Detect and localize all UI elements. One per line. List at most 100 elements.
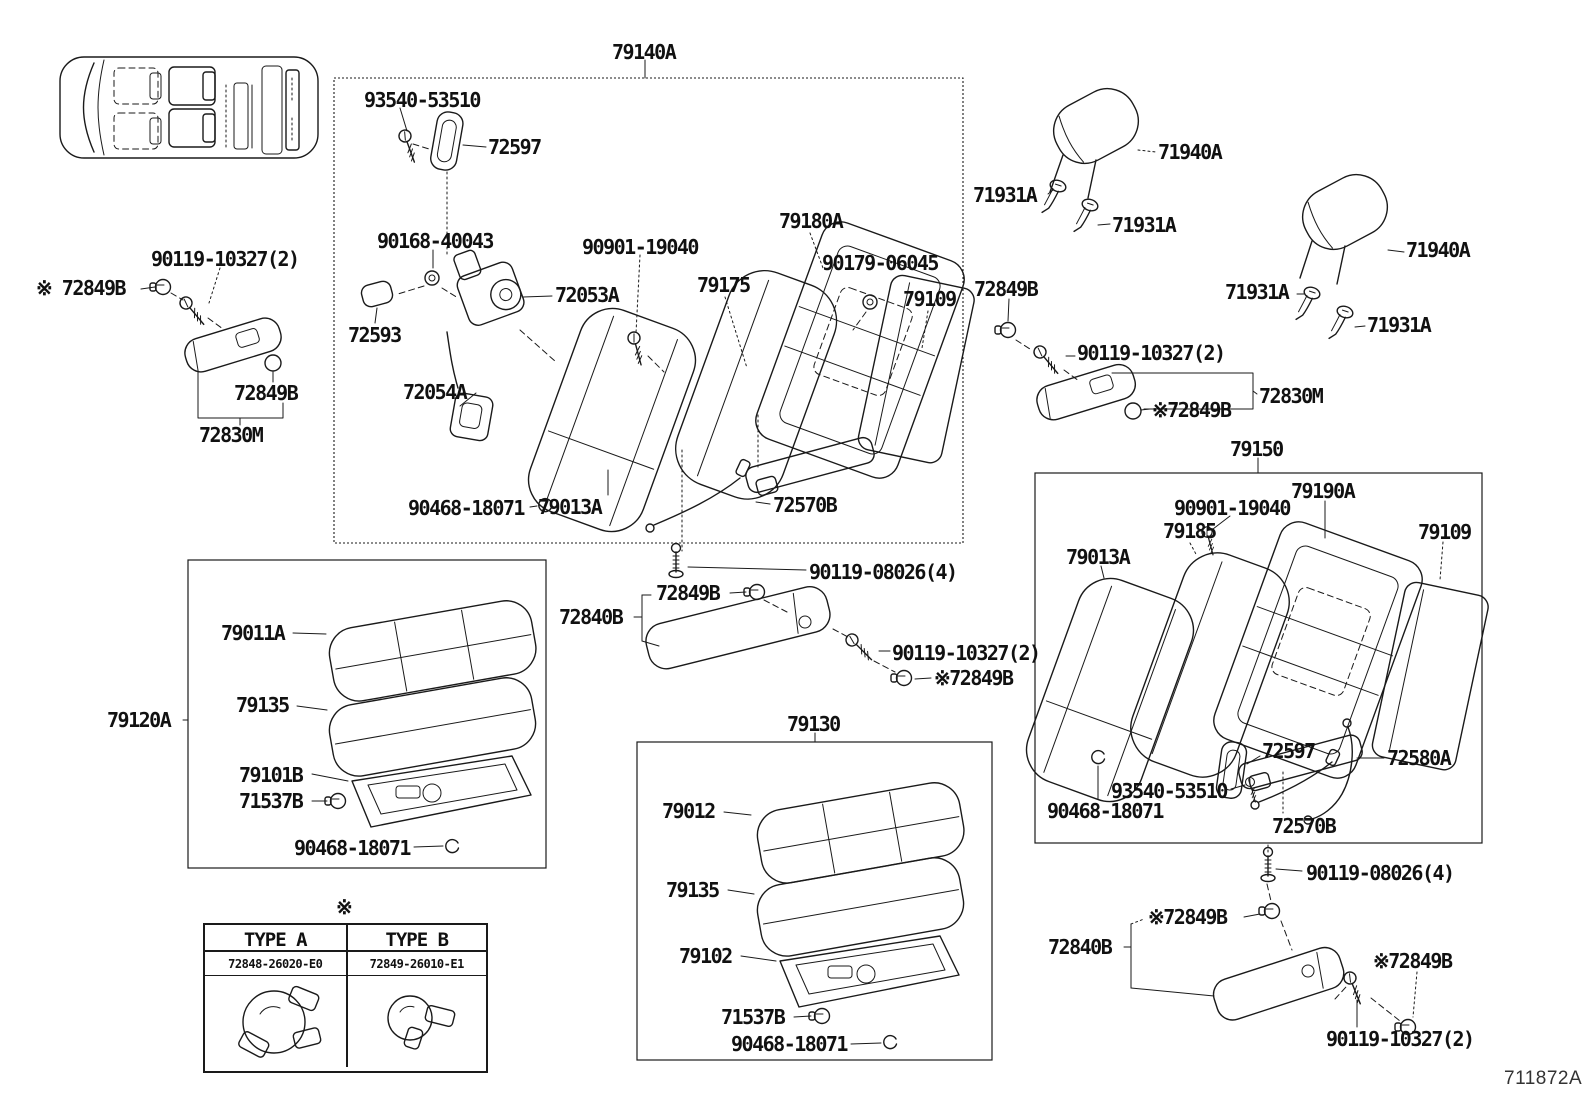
part-label-79109: 79109 bbox=[903, 287, 957, 311]
part-label-72849b: ※ 72849B bbox=[36, 276, 127, 300]
clip-type-a-icon bbox=[238, 985, 322, 1058]
part-label-79013a: 79013A bbox=[538, 495, 603, 519]
seat-back-cushion-79013a bbox=[1025, 577, 1195, 803]
part-label-79013a: 79013A bbox=[1066, 545, 1131, 569]
part-label-90119080264: 90119-08026(4) bbox=[1306, 861, 1455, 885]
armrest-group-center-72840b bbox=[633, 449, 932, 687]
armrest-group-right-72830m bbox=[994, 298, 1258, 421]
part-label-9046818071: 90468-18071 bbox=[731, 1032, 848, 1056]
cushion-frame-79102 bbox=[779, 935, 960, 1008]
part-label-72597: 72597 bbox=[488, 135, 542, 159]
part-label-72830m: 72830M bbox=[199, 423, 264, 447]
part-label-71931a: 71931A bbox=[1112, 213, 1177, 237]
cushion-pad-79135 bbox=[328, 677, 537, 777]
part-label-79185: 79185 bbox=[1163, 519, 1217, 543]
assembly-box-79150 bbox=[1034, 457, 1483, 844]
seat-back-exploded-front-lh bbox=[360, 107, 975, 533]
part-label-72849b: ※72849B bbox=[1373, 949, 1453, 973]
part-label-71931a: 71931A bbox=[1367, 313, 1432, 337]
part-label-79011a: 79011A bbox=[221, 621, 286, 645]
part-label-72849b: ※72849B bbox=[1152, 398, 1232, 422]
part-label-72840b: 72840B bbox=[1048, 935, 1113, 959]
cushion-frame-79101b bbox=[351, 755, 532, 828]
part-label-71537b: 71537B bbox=[239, 789, 304, 813]
seat-cushion-exploded-79120a bbox=[292, 600, 537, 854]
type-a-header: TYPE A bbox=[205, 925, 346, 952]
clip-type-b-icon bbox=[387, 995, 456, 1050]
part-label-90119103272: 90119-10327(2) bbox=[892, 641, 1041, 665]
seat-back-exploded-front-rh bbox=[1025, 500, 1489, 825]
part-label-79180a: 79180A bbox=[779, 209, 844, 233]
part-label-72570b: 72570B bbox=[773, 493, 838, 517]
vehicle-top-view-icon bbox=[59, 56, 319, 159]
type-a-clip-drawing bbox=[205, 976, 346, 1067]
seat-back-frame-79180a bbox=[755, 221, 965, 479]
part-label-71931a: 71931A bbox=[1225, 280, 1290, 304]
cushion-pad-79135 bbox=[756, 857, 965, 957]
part-label-72593: 72593 bbox=[348, 323, 402, 347]
part-label-79101b: 79101B bbox=[239, 763, 304, 787]
part-label-: ※ bbox=[336, 895, 353, 919]
part-label-71940a: 71940A bbox=[1406, 238, 1471, 262]
armrest-body bbox=[1212, 946, 1345, 1021]
part-label-72849b: ※72849B bbox=[934, 666, 1014, 690]
headrest-71940a-first bbox=[1040, 87, 1157, 237]
seat-back-board-79109 bbox=[1371, 581, 1489, 771]
seat-back-pad-79175 bbox=[675, 270, 838, 500]
part-label-72053a: 72053A bbox=[555, 283, 620, 307]
assembly-box-79130 bbox=[636, 732, 993, 1061]
seat-back-board-79109 bbox=[857, 274, 975, 464]
part-label-72570b: 72570B bbox=[1272, 814, 1337, 838]
seat-back-frame-79190a bbox=[1213, 521, 1423, 779]
armrest-body bbox=[1036, 363, 1137, 421]
part-label-9090119040: 90901-19040 bbox=[1174, 496, 1291, 520]
part-label-90119103272: 90119-10327(2) bbox=[1077, 341, 1226, 365]
seat-back-pad-79185 bbox=[1130, 552, 1290, 778]
part-label-9354053510: 93540-53510 bbox=[364, 88, 481, 112]
recliner-adjuster-72053a bbox=[453, 249, 525, 326]
part-label-72840b: 72840B bbox=[559, 605, 624, 629]
armrest-group-left-72830m bbox=[140, 267, 284, 426]
part-label-9354053510: 93540-53510 bbox=[1111, 779, 1228, 803]
part-label-79140a: 79140A bbox=[612, 40, 677, 64]
part-label-90119103272: 90119-10327(2) bbox=[151, 247, 300, 271]
assembly-box-79140a bbox=[333, 59, 964, 544]
part-label-9090119040: 90901-19040 bbox=[582, 235, 699, 259]
armrest-body bbox=[184, 317, 282, 373]
headrest-71940a-second bbox=[1294, 173, 1405, 344]
part-label-71940a: 71940A bbox=[1158, 140, 1223, 164]
clip-type-table: TYPE A TYPE B 72848-26020-E0 72849-26010… bbox=[203, 923, 488, 1073]
part-label-79135: 79135 bbox=[236, 693, 290, 717]
part-label-79012: 79012 bbox=[662, 799, 716, 823]
part-label-72597: 72597 bbox=[1262, 739, 1316, 763]
type-b-header: TYPE B bbox=[345, 925, 486, 952]
part-label-79135: 79135 bbox=[666, 878, 720, 902]
part-label-72830m: 72830M bbox=[1259, 384, 1324, 408]
armrest-group-bottom-right-72840b bbox=[1123, 844, 1418, 1036]
cushion-cover-79011a bbox=[328, 600, 537, 702]
part-label-79130: 79130 bbox=[787, 712, 841, 736]
part-label-79120a: 79120A bbox=[107, 708, 172, 732]
part-label-9016840043: 90168-40043 bbox=[377, 229, 494, 253]
type-a-part-number: 72848-26020-E0 bbox=[205, 952, 346, 976]
part-label-9017906045: 90179-06045 bbox=[822, 251, 939, 275]
type-b-part-number: 72849-26010-E1 bbox=[345, 952, 486, 976]
type-b-clip-drawing bbox=[345, 976, 487, 1067]
part-label-9046818071: 90468-18071 bbox=[1047, 799, 1164, 823]
part-label-79150: 79150 bbox=[1230, 437, 1284, 461]
figure-code: 711872A bbox=[1504, 1068, 1583, 1089]
part-label-72054a: 72054A bbox=[403, 380, 468, 404]
seat-back-cushion-79013a bbox=[527, 307, 697, 533]
part-label-71537b: 71537B bbox=[721, 1005, 786, 1029]
part-label-72849b: ※72849B bbox=[1148, 905, 1228, 929]
part-label-72849b: 72849B bbox=[656, 581, 721, 605]
part-label-72849b: 72849B bbox=[234, 381, 299, 405]
part-label-90119080264: 90119-08026(4) bbox=[809, 560, 958, 584]
part-label-72849b: 72849B bbox=[974, 277, 1039, 301]
armrest-body bbox=[645, 586, 831, 670]
part-label-72580a: 72580A bbox=[1387, 746, 1452, 770]
part-label-79109: 79109 bbox=[1418, 520, 1472, 544]
assembly-box-79120a bbox=[182, 559, 547, 869]
